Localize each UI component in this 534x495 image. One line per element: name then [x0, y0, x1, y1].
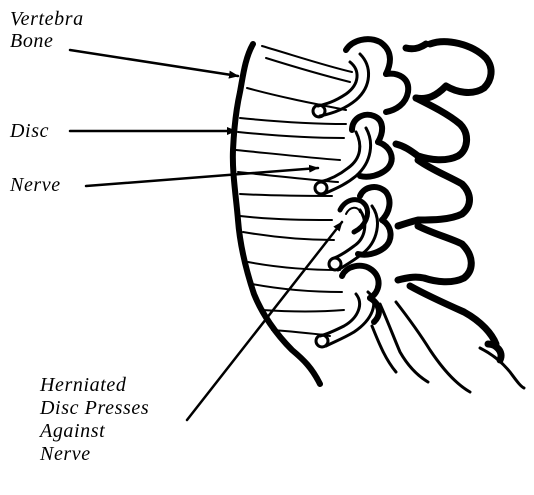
vertebra-bone-pointer [70, 50, 238, 76]
herniated-label-line3: Against [40, 420, 149, 443]
vertebra-label-line1: Vertebra [10, 8, 84, 30]
herniated-disc-label: Herniated Disc Presses Against Nerve [40, 374, 149, 466]
herniated-label-line2: Disc Presses [40, 397, 149, 420]
herniated-label-line4: Nerve [40, 443, 149, 466]
herniated-disc-pointer [187, 222, 342, 420]
nerve-label: Nerve [10, 174, 61, 196]
spinous-processes [396, 42, 501, 360]
vertebra-label-line2: Bone [10, 30, 54, 52]
disc-label: Disc [10, 120, 49, 142]
herniated-label-line1: Herniated [40, 374, 149, 397]
vertebra-bone-label: Vertebra Bone [10, 8, 84, 52]
